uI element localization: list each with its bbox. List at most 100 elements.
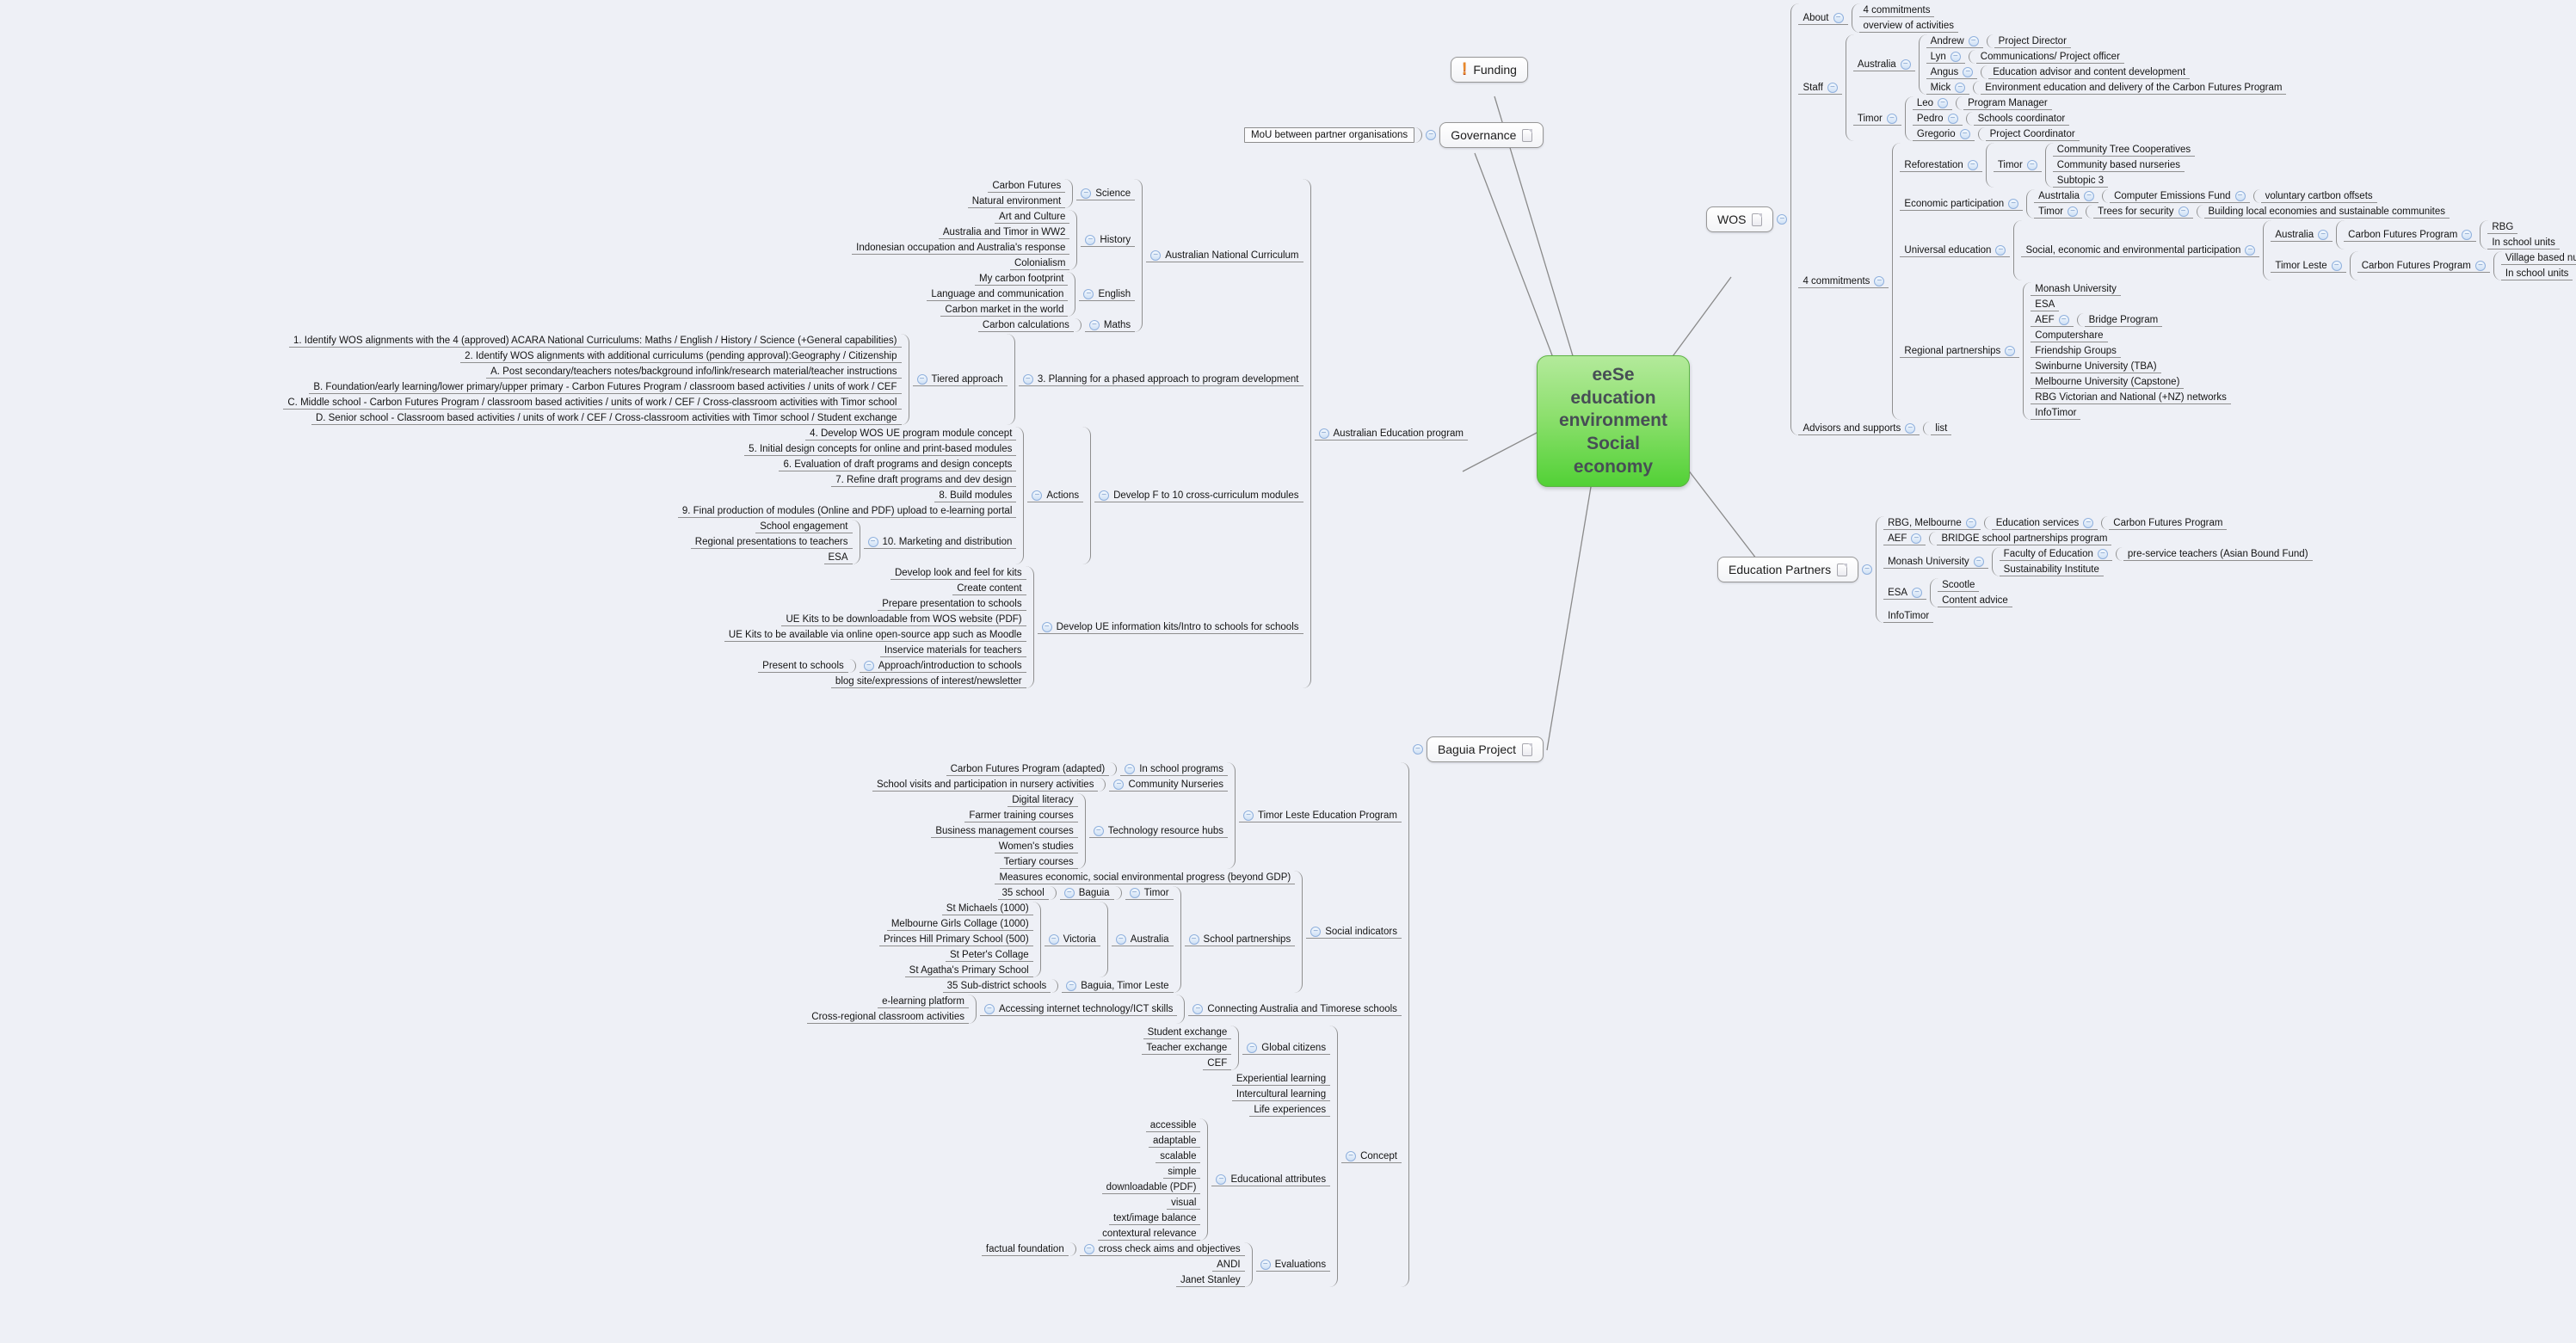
topic-label[interactable]: AEF− [1883,532,1926,545]
topic-label[interactable]: −Evaluations [1255,1258,1331,1272]
topic-label[interactable]: Community Tree Cooperatives [2052,143,2196,157]
topic-label[interactable]: Education services− [1991,516,2098,530]
topic-label[interactable]: Community based nurseries [2052,158,2185,172]
topic-label[interactable]: −Social indicators [1306,925,1402,939]
topic-label[interactable]: adaptable [1148,1134,1201,1148]
collapse-button[interactable]: − [1115,934,1126,945]
topic-label[interactable]: −Develop UE information kits/Intro to sc… [1037,620,1303,634]
collapse-button[interactable]: − [1041,622,1052,632]
topic-label[interactable]: e-learning platform [878,995,969,1008]
topic-label[interactable]: ESA [2031,298,2060,311]
collapse-button[interactable]: − [1827,83,1838,93]
topic-label[interactable]: 1. Identify WOS alignments with the 4 (a… [289,334,902,348]
collapse-button[interactable]: − [1833,13,1844,23]
topic-label[interactable]: −Maths [1084,318,1136,332]
topic-label[interactable]: Subtopic 3 [2052,174,2109,188]
topic-label[interactable]: Melbourne Girls Collage (1000) [886,917,1033,931]
collapse-button[interactable]: − [1318,428,1329,439]
collapse-button[interactable]: − [1995,245,2006,256]
topic-label[interactable]: Art and Culture [995,210,1070,224]
collapse-button[interactable]: − [1113,779,1125,790]
topic-label[interactable]: Education advisor and content developmen… [1988,65,2191,79]
topic-label[interactable]: About− [1798,11,1848,25]
topic-label[interactable]: Life experiences [1249,1103,1331,1117]
collapse-button[interactable]: − [2058,315,2069,325]
collapse-button[interactable]: − [983,1004,995,1014]
topic-label[interactable]: Present to schools [758,659,848,673]
collapse-button[interactable]: − [1905,423,1916,434]
topic-label[interactable]: 2. Identify WOS alignments with addition… [460,349,902,363]
topic-label[interactable]: Create content [952,582,1026,595]
topic-label[interactable]: Scootle [1938,578,1980,592]
topic-label[interactable]: MoU between partner organisations [1244,127,1415,143]
collapse-button[interactable]: − [1886,114,1897,124]
topic-label[interactable]: Carbon calculations [977,318,1074,332]
topic-label[interactable]: Friendship Groups [2031,344,2121,358]
topic-label[interactable]: Women's studies [994,840,1078,853]
topic-label[interactable]: Australia− [1852,58,1915,71]
topic-label[interactable]: −Community Nurseries [1109,778,1229,792]
topic-label[interactable]: Melbourne University (Capstone) [2031,375,2185,389]
collapse-button[interactable]: − [2462,230,2473,240]
topic-label[interactable]: 7. Refine draft programs and dev design [831,473,1017,487]
collapse-button[interactable]: − [1243,810,1254,821]
topic-label[interactable]: Communications/ Project officer [1975,50,2124,64]
collapse-button[interactable]: − [1083,289,1094,299]
collapse-button[interactable]: − [1066,981,1077,991]
topic-label[interactable]: Carbon Futures Program [2109,516,2228,530]
topic-label[interactable]: contextural relevance [1098,1227,1201,1241]
topic-label[interactable]: −Australia [1111,933,1174,946]
collapse-button[interactable]: − [1412,744,1423,755]
topic-label[interactable]: Experiential learning [1231,1072,1331,1086]
topic-label[interactable]: Carbon market in the world [940,303,1069,317]
topic-label[interactable]: −Global citizens [1242,1041,1331,1055]
topic-label[interactable]: Leo− [1912,96,1953,110]
topic-label[interactable]: text/image balance [1108,1211,1201,1225]
topic-label[interactable]: Language and communication [927,287,1069,301]
topic-label[interactable]: In school units [2500,267,2573,280]
topic-label[interactable]: A. Post secondary/teachers notes/backgro… [486,365,902,379]
collapse-button[interactable]: − [2026,160,2037,170]
collapse-button[interactable]: − [2245,245,2256,256]
topic-label[interactable]: RBG [2487,220,2518,234]
topic-label[interactable]: Carbon Futures Program (adapted) [946,762,1110,776]
collapse-button[interactable]: − [1032,490,1043,501]
topic-label[interactable]: Village based nurseries [2500,251,2576,265]
topic-label[interactable]: Timor− [1993,158,2042,172]
topic-label[interactable]: Sustainability Institute [1999,563,2104,576]
topic-label[interactable]: Inservice materials for teachers [879,644,1026,657]
topic-label[interactable]: Carbon Futures Program− [2357,259,2490,273]
topic-label[interactable]: UE Kits to be downloadable from WOS webs… [781,613,1026,626]
collapse-button[interactable]: − [1022,374,1033,385]
topic-label[interactable]: Intercultural learning [1231,1087,1331,1101]
topic-label[interactable]: list [1931,422,1952,435]
topic-label[interactable]: 35 Sub-district schools [942,979,1051,993]
collapse-button[interactable]: − [1874,276,1885,286]
topic-label[interactable]: AEF− [2031,313,2074,327]
collapse-button[interactable]: − [1099,490,1110,501]
collapse-button[interactable]: − [1973,557,1984,567]
collapse-button[interactable]: − [1862,564,1873,575]
topic-label[interactable]: ANDI [1212,1258,1245,1272]
topic-label[interactable]: Project Director [1994,34,2071,48]
topic-label[interactable]: Computer Emissions Fund− [2110,189,2250,203]
topic-label[interactable]: Angus− [1926,65,1978,79]
topic-label[interactable]: School visits and participation in nurse… [872,778,1099,792]
topic-label[interactable]: Program Manager [1963,96,2052,110]
collapse-button[interactable]: − [1947,114,1958,124]
topic-label[interactable]: −Australian Education program [1314,427,1468,440]
collapse-button[interactable]: − [2234,191,2246,201]
collapse-button[interactable]: − [1048,934,1059,945]
collapse-button[interactable]: − [1125,764,1136,774]
central-topic[interactable]: eeSe education environment Social econom… [1537,355,1690,488]
topic-label[interactable]: Andrew− [1926,34,1983,48]
collapse-button[interactable]: − [1965,518,1976,528]
topic-label[interactable]: −Actions [1027,489,1084,502]
topic-label[interactable]: −Science [1076,187,1136,200]
collapse-button[interactable]: − [1188,934,1199,945]
topic-label[interactable]: Natural environment [967,194,1066,208]
topic-label[interactable]: −Accessing internet technology/ICT skill… [979,1002,1178,1016]
topic-label[interactable]: Timor− [1852,112,1901,126]
topic-label[interactable]: Mick− [1926,81,1970,95]
topic-label[interactable]: −History [1081,233,1136,247]
